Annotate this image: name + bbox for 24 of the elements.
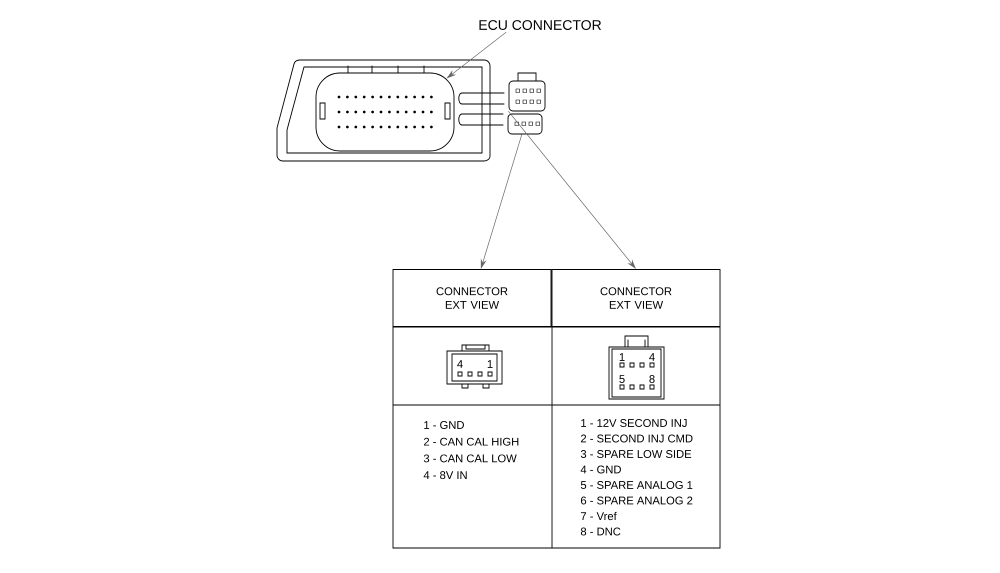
header-cell: CONNECTOR EXT VIEW (552, 269, 720, 327)
pin-number: 1 (620, 353, 625, 361)
small-connector-drawing (508, 114, 542, 134)
pin-list-item: 1 - 12V SECOND INJ (581, 419, 687, 427)
callout-label: ECU CONNECTOR (479, 20, 602, 30)
pin-list-item: 3 - SPARE LOW SIDE (580, 450, 692, 458)
large-connector-drawing (508, 80, 546, 112)
pin-list-item: 3 - CAN CAL LOW (424, 454, 517, 462)
pin-list-item: 8 - DNC (580, 528, 620, 536)
pin-number: 4 (649, 353, 655, 361)
pin-number: 1 (488, 360, 493, 368)
pin-number: 5 (619, 375, 625, 383)
pin-number: 4 (457, 360, 463, 368)
pin-number: 8 (649, 375, 655, 383)
pin-list-item: 6 - SPARE ANALOG 2 (580, 496, 692, 504)
pin-list-item: 5 - SPARE ANALOG 1 (580, 481, 692, 489)
pin-list-item: 2 - CAN CAL HIGH (424, 438, 518, 446)
pin-list-item: 4 - 8V IN (424, 471, 467, 480)
ecu-connector-drawing (316, 72, 454, 152)
pin-list-item: 4 - GND (580, 466, 621, 474)
pin-list-item: 1 - GND (424, 421, 464, 429)
pin-list-item: 2 - SECOND INJ CMD (580, 434, 692, 442)
pin-list-item: 7 - Vref (580, 512, 617, 520)
header-cell: CONNECTOR EXT VIEW (392, 269, 552, 327)
